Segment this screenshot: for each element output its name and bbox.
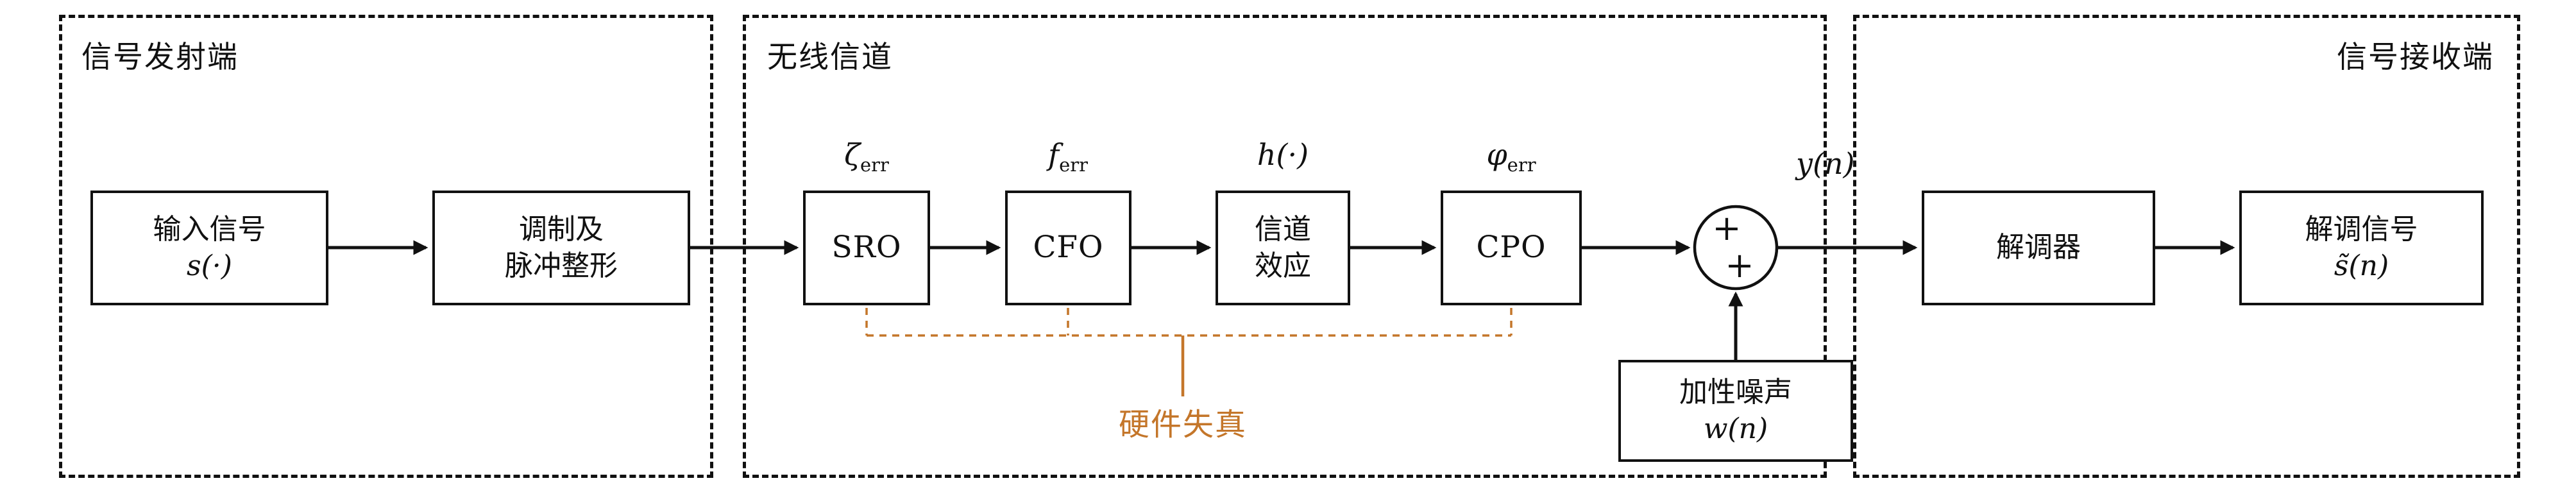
noise-symbol: w(n) [1703,412,1768,445]
section-channel [743,15,1827,478]
label-phi-err-sub: err [1507,154,1536,176]
block-demod-signal: 解调信号 s̃(n) [2239,191,2484,305]
label-phi-err: φerr [1486,137,1536,176]
block-input-signal: 输入信号 s(·) [90,191,328,305]
block-cpo: CPO [1441,191,1582,305]
title-receiver: 信号接收端 [2337,40,2494,75]
block-noise: 加性噪声 w(n) [1618,360,1853,462]
cfo-label: CFO [1033,230,1104,266]
label-f-err: ferr [1048,137,1088,176]
block-modulation: 调制及 脉冲整形 [432,191,690,305]
title-channel: 无线信道 [767,40,893,75]
demodulator-label: 解调器 [1996,231,2081,264]
label-zeta-err: ζerr [844,137,889,176]
label-f-err-sub: err [1059,154,1088,176]
label-h-dot: h(·) [1257,137,1309,172]
label-y-n: y(n) [1796,146,1855,181]
channel-effect-line2: 效应 [1255,249,1311,282]
section-transmitter [59,15,713,478]
channel-effect-line1: 信道 [1255,213,1311,246]
block-sro: SRO [803,191,930,305]
modulation-label-line2: 脉冲整形 [505,249,618,282]
label-zeta-err-sub: err [860,154,889,176]
adder-circle [1693,205,1779,291]
block-demodulator: 解调器 [1922,191,2155,305]
demod-signal-symbol: s̃(n) [2334,249,2389,282]
sro-label: SRO [831,230,902,266]
noise-label: 加性噪声 [1679,376,1792,409]
annotation-hardware-distortion: 硬件失真 [1118,407,1248,443]
input-signal-symbol: s(·) [187,249,232,282]
cpo-label: CPO [1476,230,1546,266]
input-signal-label: 输入信号 [153,213,266,246]
section-receiver [1853,15,2520,478]
demod-signal-label: 解调信号 [2305,213,2418,246]
adder-plus-bottom: + [1725,245,1754,285]
block-cfo: CFO [1005,191,1131,305]
title-transmitter: 信号发射端 [81,40,239,75]
modulation-label-line1: 调制及 [519,213,604,246]
adder-plus-top: + [1712,208,1741,248]
block-channel-effect: 信道 效应 [1216,191,1350,305]
